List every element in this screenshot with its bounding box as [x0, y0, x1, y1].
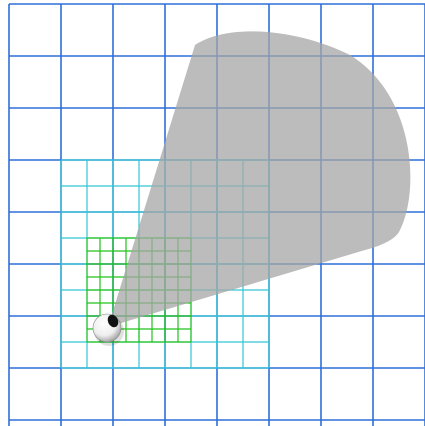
eyeball-icon	[92, 313, 124, 346]
view-cone	[108, 31, 411, 328]
eye-pupil	[107, 314, 119, 328]
